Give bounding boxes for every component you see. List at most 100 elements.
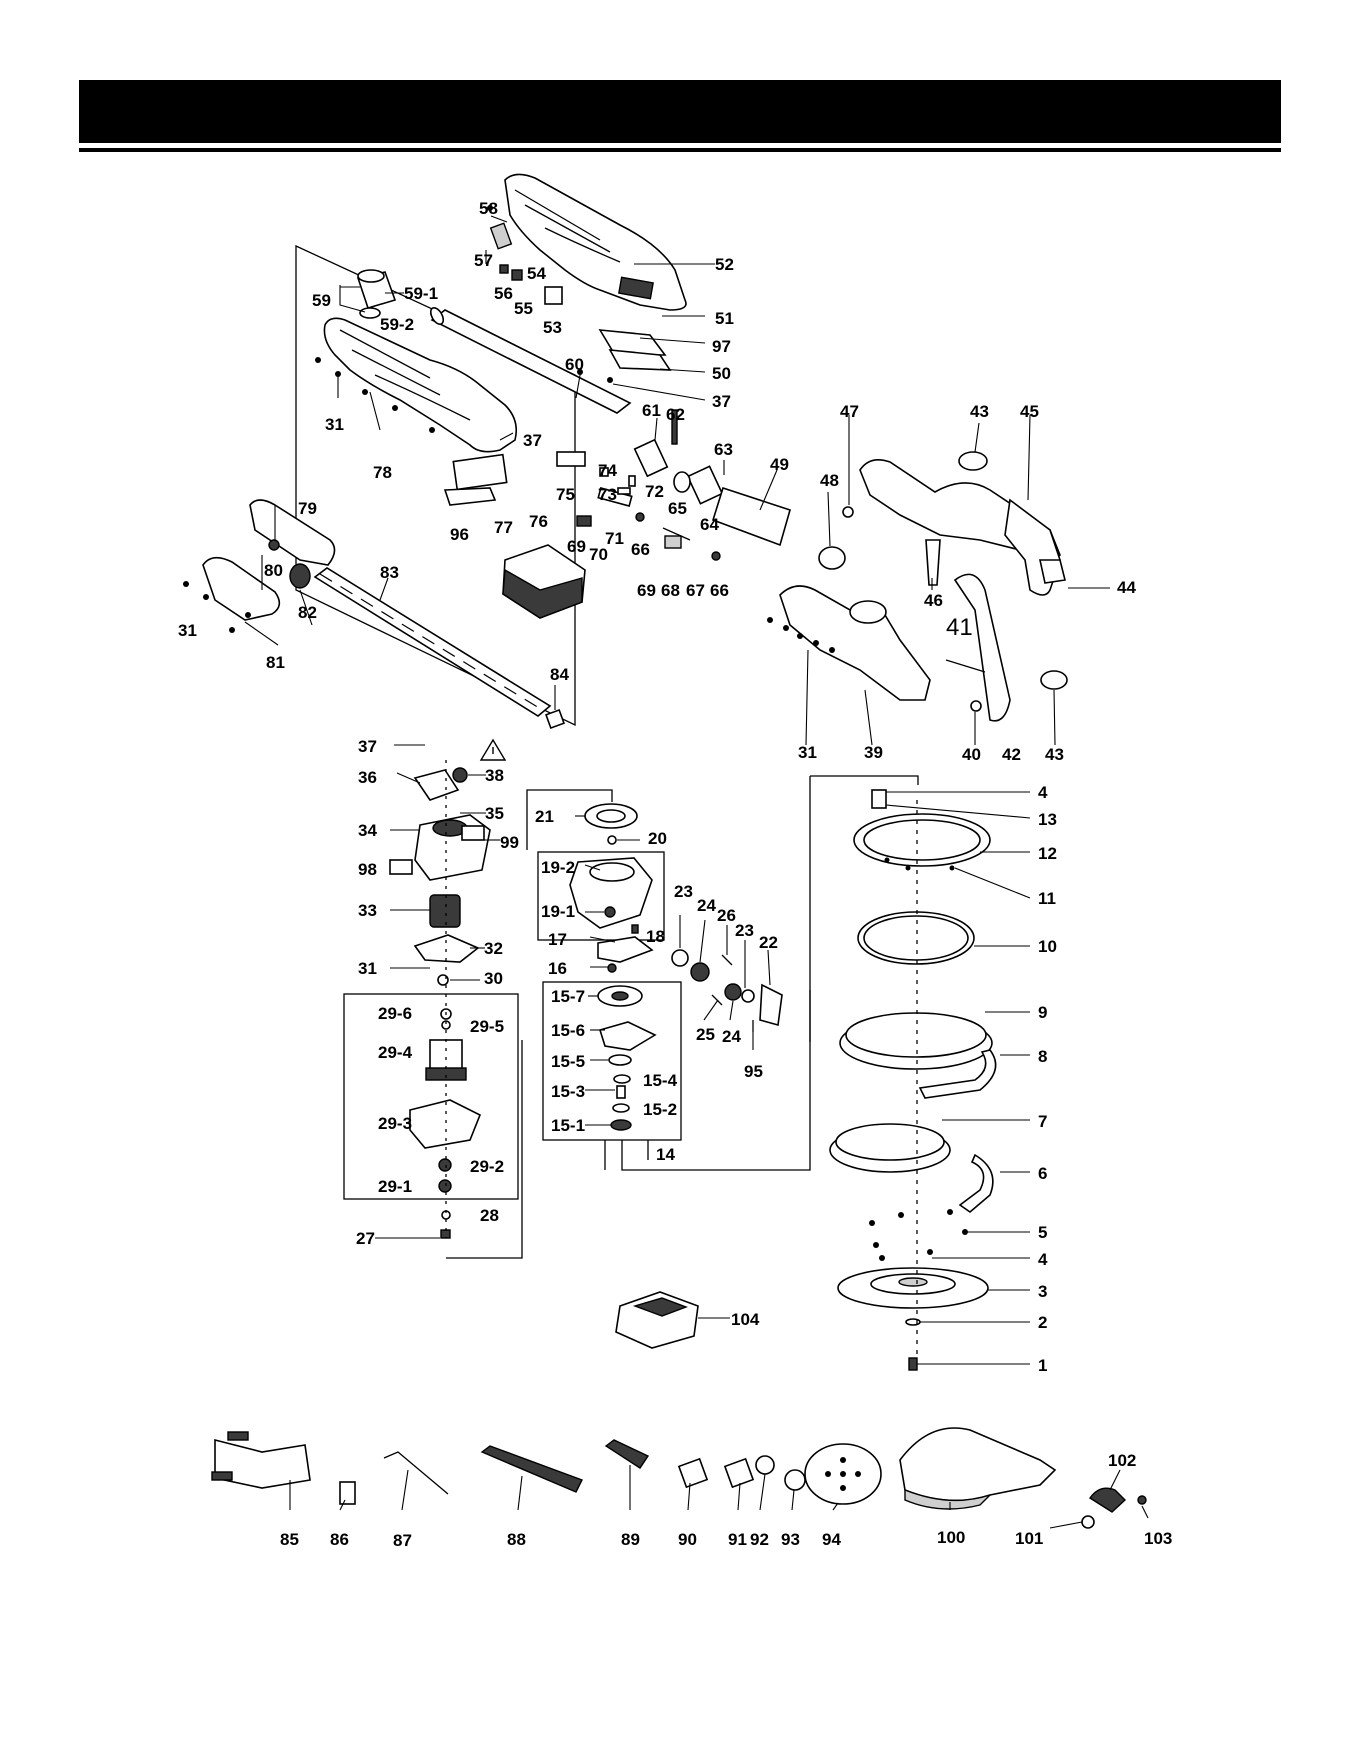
tube-49 bbox=[712, 486, 791, 547]
label-99 bbox=[461, 825, 485, 841]
callout-29-4: 29-4 bbox=[378, 1043, 413, 1062]
pad-drive-box bbox=[542, 981, 682, 1141]
gear-24b bbox=[724, 983, 742, 1001]
callout-31-motor: 31 bbox=[358, 959, 377, 978]
screw-18 bbox=[631, 924, 639, 934]
callout-43-bottom: 43 bbox=[1045, 745, 1064, 764]
part-15-5 bbox=[608, 1054, 632, 1066]
end-cap-84 bbox=[545, 709, 565, 729]
washer-2 bbox=[905, 1318, 921, 1326]
ring-segment-8 bbox=[918, 1049, 997, 1099]
callout-1: 1 bbox=[1038, 1356, 1047, 1375]
callout-41: 41 bbox=[946, 614, 973, 641]
bushing-48 bbox=[818, 546, 846, 570]
callout-31-left: 31 bbox=[178, 621, 197, 640]
callout-32: 32 bbox=[484, 939, 503, 958]
callout-53: 53 bbox=[543, 318, 562, 337]
callout-4-top: 4 bbox=[1038, 783, 1048, 802]
callout-74: 74 bbox=[598, 461, 617, 480]
plate-71 bbox=[597, 487, 633, 507]
grip-59-2 bbox=[359, 307, 381, 319]
switch-cover-97 bbox=[598, 329, 667, 356]
part-56 bbox=[499, 264, 509, 274]
spring-67 bbox=[662, 527, 691, 541]
callout-8: 8 bbox=[1038, 1047, 1047, 1066]
callout-42: 42 bbox=[1002, 745, 1021, 764]
callout-45: 45 bbox=[1020, 402, 1039, 421]
callout-4-bottom: 4 bbox=[1038, 1250, 1048, 1269]
callout-49: 49 bbox=[770, 455, 789, 474]
shaft-15-3 bbox=[616, 1085, 626, 1099]
accessory-85 bbox=[214, 1438, 311, 1489]
header-bar bbox=[79, 80, 1281, 143]
callout-81: 81 bbox=[266, 653, 285, 672]
callout-39: 39 bbox=[864, 743, 883, 762]
housing-half-52 bbox=[504, 173, 687, 311]
nut-80 bbox=[268, 539, 280, 551]
callout-52: 52 bbox=[715, 255, 734, 274]
callout-61: 61 bbox=[642, 401, 661, 420]
callout-72: 72 bbox=[645, 482, 664, 501]
callout-2: 2 bbox=[1038, 1313, 1047, 1332]
leader-lines bbox=[244, 215, 1149, 1529]
callout-100: 100 bbox=[937, 1528, 965, 1547]
callout-99: 99 bbox=[500, 833, 519, 852]
plate-17 bbox=[597, 936, 654, 963]
callout-101: 101 bbox=[1015, 1529, 1043, 1548]
callout-91: 91 bbox=[728, 1530, 747, 1549]
callout-50: 50 bbox=[712, 364, 731, 383]
callout-15-7: 15-7 bbox=[551, 987, 585, 1006]
ring-65 bbox=[673, 471, 691, 493]
callout-15-2: 15-2 bbox=[643, 1100, 677, 1119]
part-96 bbox=[443, 487, 497, 506]
callout-85: 85 bbox=[280, 1530, 299, 1549]
nut-103 bbox=[1137, 1495, 1147, 1505]
callout-15-4: 15-4 bbox=[643, 1071, 678, 1090]
accessories-row bbox=[211, 1427, 1147, 1529]
callout-12: 12 bbox=[1038, 844, 1057, 863]
front-handle-assembly bbox=[767, 451, 1068, 722]
part-72 bbox=[628, 475, 636, 487]
callout-60: 60 bbox=[565, 355, 584, 374]
header-rule bbox=[79, 148, 1281, 152]
ball-66a bbox=[635, 512, 645, 522]
bushing-82 bbox=[289, 563, 311, 589]
bracket-22 bbox=[759, 983, 783, 1027]
callout-69-upper: 69 bbox=[567, 537, 586, 556]
screws-31-upper bbox=[315, 205, 613, 433]
auxiliary-handle-42 bbox=[953, 573, 1011, 722]
switch-plate-51 bbox=[618, 276, 654, 300]
bracket-32 bbox=[413, 934, 480, 963]
switch-61 bbox=[633, 438, 669, 478]
callout-35: 35 bbox=[485, 804, 504, 823]
callout-82: 82 bbox=[298, 603, 317, 622]
callout-40: 40 bbox=[962, 745, 981, 764]
adapter-92 bbox=[755, 1455, 775, 1475]
callout-15-6: 15-6 bbox=[551, 1021, 585, 1040]
part-27 bbox=[440, 1229, 451, 1239]
hex-key-87 bbox=[383, 1451, 449, 1495]
part-53 bbox=[544, 286, 563, 305]
callout-29-5: 29-5 bbox=[470, 1017, 504, 1036]
upper-handle-assembly bbox=[183, 173, 846, 729]
part-19-1 bbox=[604, 906, 616, 918]
callout-25: 25 bbox=[696, 1025, 715, 1044]
label-98 bbox=[389, 859, 413, 875]
part-15-6 bbox=[598, 1021, 657, 1051]
callout-84: 84 bbox=[550, 665, 569, 684]
callout-98: 98 bbox=[358, 860, 377, 879]
gear-housing-box bbox=[537, 851, 665, 941]
rear-housing-79 bbox=[249, 499, 336, 566]
lever-44 bbox=[1039, 559, 1066, 584]
callout-47: 47 bbox=[840, 402, 859, 421]
clamp-43b bbox=[1040, 670, 1068, 690]
callout-95: 95 bbox=[744, 1062, 763, 1081]
callout-86: 86 bbox=[330, 1530, 349, 1549]
callout-15-5: 15-5 bbox=[551, 1052, 585, 1071]
callout-77: 77 bbox=[494, 518, 513, 537]
callout-27: 27 bbox=[356, 1229, 375, 1248]
callout-37-motor: 37 bbox=[358, 737, 377, 756]
callout-23-mid: 23 bbox=[735, 921, 754, 940]
callout-89: 89 bbox=[621, 1530, 640, 1549]
callout-31-upper: 31 bbox=[325, 415, 344, 434]
